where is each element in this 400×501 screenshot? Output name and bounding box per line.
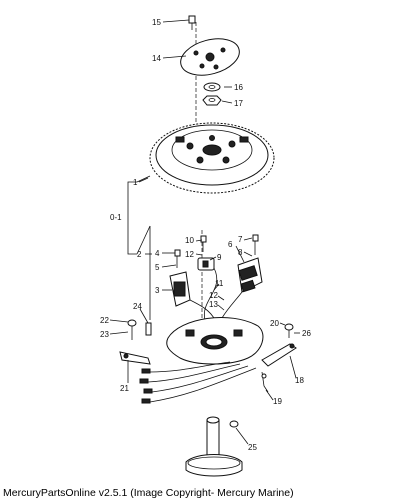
callout-4: 4 xyxy=(155,249,160,258)
callout-23: 23 xyxy=(100,330,109,339)
part-21-link[interactable] xyxy=(119,351,151,365)
callout-12a: 12 xyxy=(185,250,194,259)
callout-5: 5 xyxy=(155,263,160,272)
part-9-trigger[interactable] xyxy=(197,257,215,271)
part-16-washer[interactable] xyxy=(203,82,221,92)
callout-9: 9 xyxy=(217,253,222,262)
callout-21: 21 xyxy=(120,384,129,393)
wire-harness-4 xyxy=(149,367,257,403)
callout-7: 7 xyxy=(238,235,243,244)
part-1-flywheel[interactable] xyxy=(149,122,275,194)
part-19-clip[interactable] xyxy=(261,371,269,393)
part-22-screw[interactable] xyxy=(127,319,137,340)
part-15-screw[interactable] xyxy=(188,15,196,30)
callout-6: 6 xyxy=(228,240,233,249)
part-10-screw[interactable] xyxy=(200,235,207,252)
part-17-nut[interactable] xyxy=(202,95,222,106)
part-20-screw[interactable] xyxy=(284,323,294,338)
wire-harness-3 xyxy=(151,365,249,393)
part-2-stator-plate[interactable] xyxy=(166,316,264,365)
callout-1: 1 xyxy=(133,178,138,187)
callout-19: 19 xyxy=(273,397,282,406)
callout-11: 11 xyxy=(215,279,224,288)
callout-10: 10 xyxy=(185,236,194,245)
part-14-plate[interactable] xyxy=(177,33,244,81)
mount-post xyxy=(185,416,243,477)
part-24-post[interactable] xyxy=(145,322,152,336)
callout-15: 15 xyxy=(152,18,161,27)
part-3-coil[interactable] xyxy=(169,271,191,307)
callout-2: 2 xyxy=(137,250,142,259)
part-7-screw[interactable] xyxy=(252,234,259,255)
callout-24: 24 xyxy=(133,302,142,311)
leader-lines xyxy=(109,19,300,445)
part-6-coil[interactable] xyxy=(237,257,263,293)
callout-20: 20 xyxy=(270,319,279,328)
wire-coil-right xyxy=(221,291,243,319)
callout-0-1: 0-1 xyxy=(110,213,122,222)
part-18-arm[interactable] xyxy=(261,343,297,367)
callout-22: 22 xyxy=(100,316,109,325)
callout-12b: 12 xyxy=(209,291,218,300)
callout-13: 13 xyxy=(209,300,218,309)
callout-3: 3 xyxy=(155,286,160,295)
callout-25: 25 xyxy=(248,443,257,452)
callout-18: 18 xyxy=(295,376,304,385)
wire-trigger xyxy=(203,267,218,321)
callout-16: 16 xyxy=(234,83,243,92)
callout-8: 8 xyxy=(238,248,243,257)
callout-26: 26 xyxy=(302,329,311,338)
callout-14: 14 xyxy=(152,54,161,63)
copyright-caption: MercuryPartsOnline v2.5.1 (Image Copyrig… xyxy=(3,487,294,499)
wire-harness-1 xyxy=(149,361,231,373)
callout-labels: 15 14 16 17 1 0-1 2 10 12 9 7 6 8 4 5 11… xyxy=(100,18,311,452)
harness-terminals xyxy=(139,368,153,404)
wire-harness-2 xyxy=(147,363,241,383)
callout-17: 17 xyxy=(234,99,243,108)
bracket-0-1 xyxy=(127,181,137,255)
part-25-bushing[interactable] xyxy=(229,420,239,428)
